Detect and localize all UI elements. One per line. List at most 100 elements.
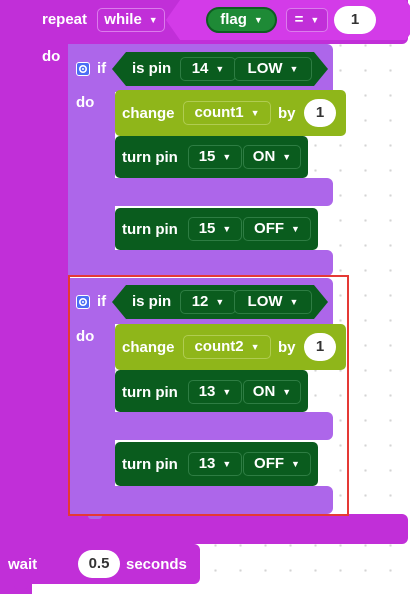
condition-compare-block[interactable]: flag ▼ = ▼ 1 [166,0,410,40]
pin-number-value: 13 [198,383,216,400]
pin-dropdown[interactable]: 12 ▼ [180,290,236,314]
count2-variable-dropdown[interactable]: count2 ▼ [183,335,271,359]
pin-number-dropdown[interactable]: 15 ▼ [188,217,242,241]
chevron-down-icon: ▼ [291,223,300,234]
if1-else-bar [68,178,333,206]
pin-state-dropdown[interactable]: ON ▼ [243,380,301,404]
pin-state-dropdown[interactable]: OFF ▼ [243,452,311,476]
pin-state-value: OFF [254,220,285,237]
selection-highlight [68,275,349,516]
chevron-down-icon: ▼ [222,151,232,162]
chevron-down-icon: ▼ [310,14,320,25]
count1-variable-dropdown[interactable]: count1 ▼ [183,101,271,125]
pin-condition-block[interactable]: is pin 12 ▼ LOW ▼ [112,285,328,319]
chevron-down-icon: ▼ [282,151,292,162]
repeat-while-block[interactable]: repeat while ▼ flag ▼ = ▼ 1 [32,0,408,44]
operator-value: = [294,11,304,28]
change-amount-input[interactable]: 1 [304,333,336,361]
pin-state-value: ON [252,148,276,165]
pin-value: 14 [191,60,209,77]
turn-pin-label: turn pin [122,221,178,238]
pin-number-value: 15 [198,220,216,237]
if2-bottom [68,486,333,514]
pin-state-dropdown[interactable]: ON ▼ [243,145,301,169]
by-label: by [278,105,296,122]
change-label: change [122,339,175,356]
chevron-down-icon: ▼ [215,63,225,74]
chevron-down-icon: ▼ [222,223,232,234]
repeat-mode-value: while [104,11,142,28]
flag-variable-value: flag [220,11,247,28]
chevron-down-icon: ▼ [222,386,232,397]
chevron-down-icon: ▼ [291,458,300,469]
change-label: change [122,105,175,122]
level-value: LOW [247,60,283,77]
is-pin-label: is pin [132,60,172,77]
repeat-mode-dropdown[interactable]: while ▼ [97,8,165,32]
change-amount-input[interactable]: 1 [304,99,336,127]
flag-variable-dropdown[interactable]: flag ▼ [206,7,277,33]
chevron-down-icon: ▼ [222,458,232,469]
if-block-2[interactable]: if is pin 12 ▼ LOW ▼ [68,278,333,324]
pin-state-dropdown[interactable]: OFF ▼ [243,217,311,241]
wait-label: wait [8,556,38,573]
level-value: LOW [247,293,283,310]
pin-number-value: 15 [198,148,216,165]
repeat-do-label: do [42,48,61,65]
chevron-down-icon: ▼ [215,296,225,307]
chevron-down-icon: ▼ [289,63,299,74]
if-label: if [97,60,107,77]
chevron-down-icon: ▼ [289,296,299,307]
chevron-down-icon: ▼ [250,107,260,118]
is-pin-label: is pin [132,293,172,310]
compare-value-input[interactable]: 1 [334,6,376,34]
operator-dropdown[interactable]: = ▼ [286,8,328,32]
by-label: by [278,339,296,356]
turn-pin-13-off-block[interactable]: turn pin 13 ▼ OFF ▼ [115,442,318,486]
seconds-label: seconds [126,556,187,573]
count1-variable-value: count1 [194,104,244,121]
pin-number-dropdown[interactable]: 15 ▼ [188,145,242,169]
block-notch [14,584,28,589]
chevron-down-icon: ▼ [250,341,260,352]
repeat-label: repeat [42,11,88,28]
if2-else-arm [68,440,115,488]
level-dropdown[interactable]: LOW ▼ [234,290,312,314]
turn-pin-label: turn pin [122,149,178,166]
if-block-1[interactable]: if is pin 14 ▼ LOW ▼ [68,44,333,92]
pin-number-value: 13 [198,455,216,472]
chevron-down-icon: ▼ [253,14,263,25]
level-dropdown[interactable]: LOW ▼ [234,57,312,81]
turn-pin-15-off-block[interactable]: turn pin 15 ▼ OFF ▼ [115,208,318,250]
turn-pin-label: turn pin [122,456,178,473]
repeat-block-bottom [32,514,408,544]
block-notch [88,514,102,519]
wait-duration-input[interactable]: 0.5 [78,550,120,578]
gear-icon[interactable] [76,295,90,309]
wait-block[interactable]: wait 0.5 seconds [0,544,200,584]
repeat-do-arm [32,44,68,514]
change-count1-block[interactable]: change count1 ▼ by 1 [115,90,346,136]
outer-stack-edge [0,0,32,594]
pin-number-dropdown[interactable]: 13 ▼ [188,380,242,404]
chevron-down-icon: ▼ [148,14,158,25]
pin-number-dropdown[interactable]: 13 ▼ [188,452,242,476]
if1-bottom [68,250,333,276]
chevron-down-icon: ▼ [282,386,292,397]
count2-variable-value: count2 [194,338,244,355]
gear-icon[interactable] [76,62,90,76]
turn-pin-13-on-block[interactable]: turn pin 13 ▼ ON ▼ [115,370,308,412]
pin-condition-block[interactable]: is pin 14 ▼ LOW ▼ [112,52,328,86]
if2-do-label: do [76,328,95,345]
if1-do-label: do [76,94,95,111]
if-label: if [97,293,107,310]
pin-value: 12 [191,293,209,310]
change-count2-block[interactable]: change count2 ▼ by 1 [115,324,346,370]
if2-else-bar [68,412,333,440]
turn-pin-15-on-block[interactable]: turn pin 15 ▼ ON ▼ [115,136,308,178]
pin-state-value: OFF [254,455,285,472]
turn-pin-label: turn pin [122,384,178,401]
if1-else-arm [68,206,115,252]
pin-state-value: ON [252,383,276,400]
pin-dropdown[interactable]: 14 ▼ [180,57,236,81]
